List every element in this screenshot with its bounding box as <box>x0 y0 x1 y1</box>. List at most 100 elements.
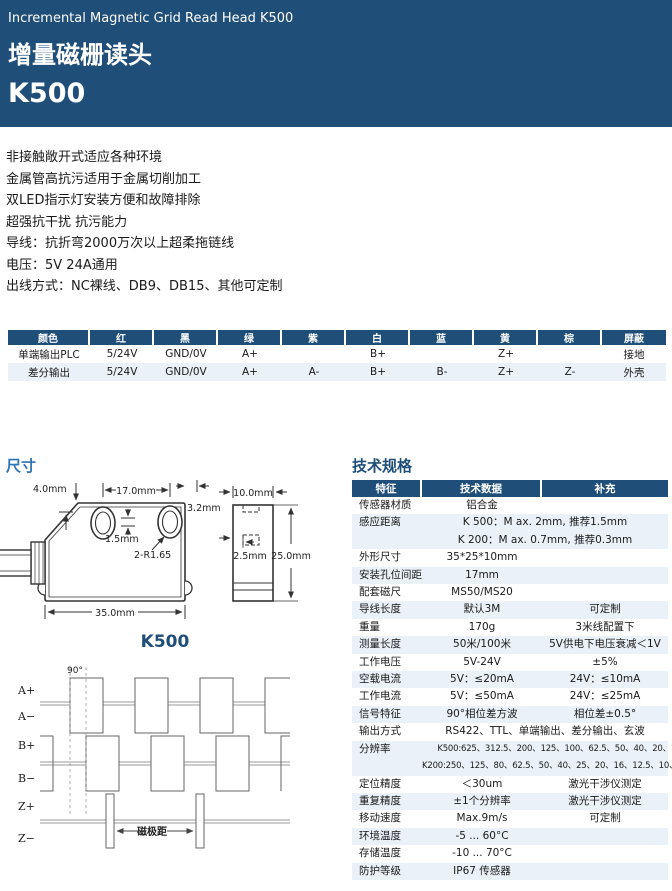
channel-z-pulses <box>105 793 205 849</box>
wiring-col-header: 紫 <box>282 330 346 345</box>
spec-data: 170g <box>468 620 496 633</box>
spec-extra: 24V：≤25mA <box>569 690 641 703</box>
dim-label-4mm: 4.0mm <box>33 484 67 495</box>
channel-a-wave <box>69 677 290 734</box>
spec-data: 50米/100米 <box>453 638 511 651</box>
spec-label: 外形尺寸 <box>359 551 401 564</box>
spec-data: MS50/MS20 <box>451 586 513 599</box>
wiring-cell: 差分输出 <box>28 366 70 379</box>
wiring-col-header: 绿 <box>218 330 282 345</box>
wiring-cell: 5/24V <box>106 366 138 378</box>
spec-row: 环境温度-5 ... 60°C <box>352 827 668 846</box>
feature-line: 超强抗干扰 抗污能力 <box>6 214 128 230</box>
spec-extra: 激光干涉仪测定 <box>568 794 642 807</box>
spec-extra <box>542 863 668 880</box>
feature-list: 非接触敞开式适应各种环境金属管高抗污适用于金属切削加工双LED指示灯安装方便和故… <box>6 147 282 298</box>
spec-data: -10 ... 70°C <box>452 847 512 860</box>
spec-label: 安装孔位间距 <box>359 568 422 581</box>
spec-extra <box>542 549 668 566</box>
mounting-hole-right <box>157 505 183 539</box>
spec-extra: ±5% <box>592 655 618 668</box>
sensor-body-inner-line <box>48 506 182 598</box>
dim-label-2-5mm: 2.5mm <box>233 551 267 562</box>
wiring-col-header: 屏蔽 <box>602 330 666 345</box>
spec-extra <box>542 567 668 584</box>
spec-span: K500:625、312.5、200、125、100、62.5、50、40、20… <box>422 741 672 776</box>
dim-label-radius: 2-R1.65 <box>134 550 171 561</box>
spec-data: IP67 传感器 <box>453 864 511 877</box>
waveform-model-label: K500 <box>140 632 190 652</box>
wiring-cell: 单端输出PLC <box>18 348 80 361</box>
spec-label: 定位精度 <box>359 777 401 790</box>
wiring-table-header: 颜色红黑绿紫白蓝黄棕屏蔽 <box>8 330 666 345</box>
spec-data: 5V：≤50mA <box>450 690 514 703</box>
spec-data: 17mm <box>465 568 499 581</box>
signal-label-z-plus: Z+ <box>18 800 35 813</box>
wiring-cell: B+ <box>369 366 386 378</box>
bottom-notch-right <box>184 580 193 596</box>
header-banner: Incremental Magnetic Grid Read Head K500… <box>0 0 672 127</box>
wiring-col-header: 白 <box>346 330 410 345</box>
wiring-cell: Z+ <box>498 366 514 378</box>
wiring-cell: 接地 <box>623 348 645 361</box>
mounting-hole-left-inner <box>94 511 112 535</box>
spec-data: 铝合金 <box>466 499 498 511</box>
mounting-hole-left <box>90 506 116 540</box>
spec-span-line: K 500：M ax. 2mm, 推荐1.5mm <box>462 516 628 529</box>
spec-span-line: K500:625、312.5、200、125、100、62.5、50、40、20… <box>437 743 672 754</box>
cable-tube <box>0 549 32 577</box>
specs-col-header-feature: 特征 <box>352 480 422 497</box>
spec-data: 5V：≤20mA <box>450 673 514 686</box>
wiring-cell: A+ <box>242 348 258 360</box>
spec-extra <box>542 584 668 601</box>
spec-extra: 3米线配置下 <box>575 620 635 633</box>
spec-label: 防护等级 <box>359 864 401 877</box>
spec-row: 安装孔位间距 17mm <box>352 566 668 585</box>
wiring-cell <box>410 345 474 363</box>
spec-span-line: RS422、TTL、单端输出、差分输出、玄波 <box>445 725 645 738</box>
wiring-col-header: 颜色 <box>8 330 90 345</box>
spec-row: 重复精度±1个分辨率激光干涉仪测定 <box>352 792 668 811</box>
spec-label: 测量长度 <box>359 638 401 651</box>
spec-data: Max.9m/s <box>456 812 508 825</box>
spec-data: ＜30um <box>461 777 503 790</box>
spec-label: 存储温度 <box>359 847 401 860</box>
wiring-cell: GND/0V <box>165 366 207 378</box>
wiring-cell: B- <box>436 366 448 378</box>
wiring-cell <box>282 345 346 363</box>
specs-table-header: 特征 技术数据 补充 <box>352 480 668 497</box>
signal-waveform-diagram: 90° A+ A− B+ B− Z+ Z− 磁极距 <box>17 666 290 849</box>
spec-extra <box>542 497 668 514</box>
wiring-cell: Z+ <box>498 348 514 360</box>
spec-data: -5 ... 60°C <box>455 829 509 842</box>
dim-label-35mm: 35.0mm <box>95 608 135 619</box>
spec-label: 导线长度 <box>359 603 401 616</box>
hidden-hole-top <box>242 505 260 513</box>
spec-extra: 可定制 <box>589 603 621 616</box>
dim-label-25mm: 25.0mm <box>271 551 311 562</box>
wiring-col-header: 黄 <box>474 330 538 345</box>
wiring-col-header: 棕 <box>538 330 602 345</box>
feature-line: 非接触敞开式适应各种环境 <box>6 150 163 165</box>
spec-data: 5V-24V <box>463 655 501 668</box>
signal-label-z-minus: Z− <box>18 832 35 845</box>
feature-line: 出线方式：NC裸线、DB9、DB15、其他可定制 <box>6 279 283 294</box>
spec-extra: 激光干涉仪测定 <box>568 777 642 790</box>
specs-col-header-extra: 补充 <box>542 480 668 497</box>
spec-label: 工作电压 <box>359 655 401 668</box>
signal-label-a-plus: A+ <box>17 684 35 697</box>
spec-row: 传感器材质铝合金 <box>352 497 668 514</box>
dim-label-10mm: 10.0mm <box>233 488 273 499</box>
spec-row: 防护等级 IP67 传感器 <box>352 862 668 880</box>
